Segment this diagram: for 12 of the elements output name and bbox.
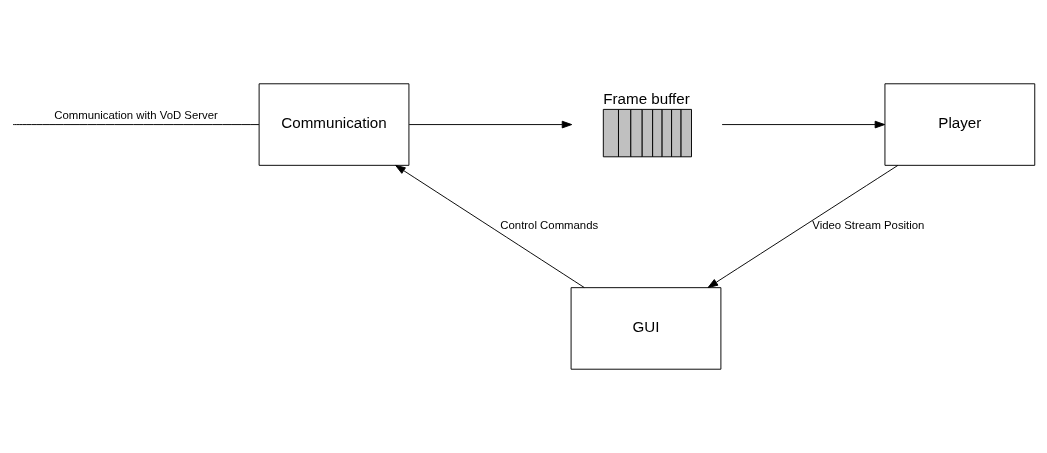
arrow [395,164,585,288]
edge-label: Video Stream Position [812,219,925,232]
edge-label: Communication with VoD Server [54,108,218,121]
arrow [408,120,573,129]
node-box: Communication [258,83,410,166]
arrow [707,164,899,288]
node-box: GUI [570,287,722,370]
node-box: Player [884,83,1036,166]
connector [12,124,260,126]
arrow [721,120,886,129]
edge-label: Control Commands [500,219,599,232]
node-label: Frame buffer [603,90,690,108]
